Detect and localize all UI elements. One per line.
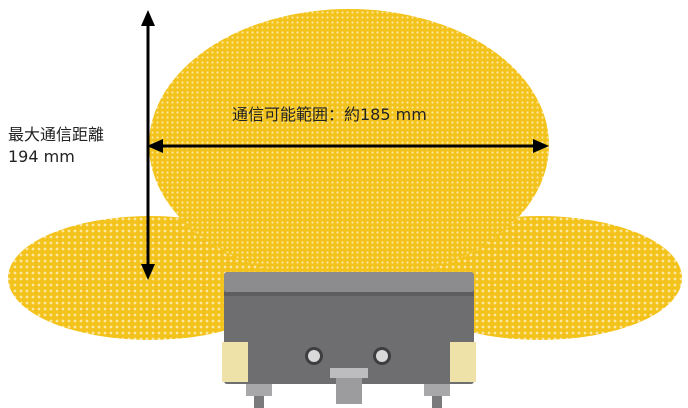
device-body xyxy=(224,274,474,384)
device-top xyxy=(224,272,474,292)
max-distance-title: 最大通信距離 xyxy=(8,125,105,144)
max-distance-label: 最大通信距離 194 mm xyxy=(8,124,104,168)
device-bracket-right xyxy=(450,342,476,382)
reader-device xyxy=(222,272,476,408)
screw-right xyxy=(424,384,450,396)
max-distance-value: 194 mm xyxy=(8,147,75,166)
device-bracket-left xyxy=(222,342,248,382)
screw-left xyxy=(246,384,272,396)
max-distance-arrow xyxy=(141,10,155,280)
connector xyxy=(336,376,362,404)
range-label: 通信可能範囲：約185 mm xyxy=(232,105,427,124)
range-arrow xyxy=(147,139,549,153)
